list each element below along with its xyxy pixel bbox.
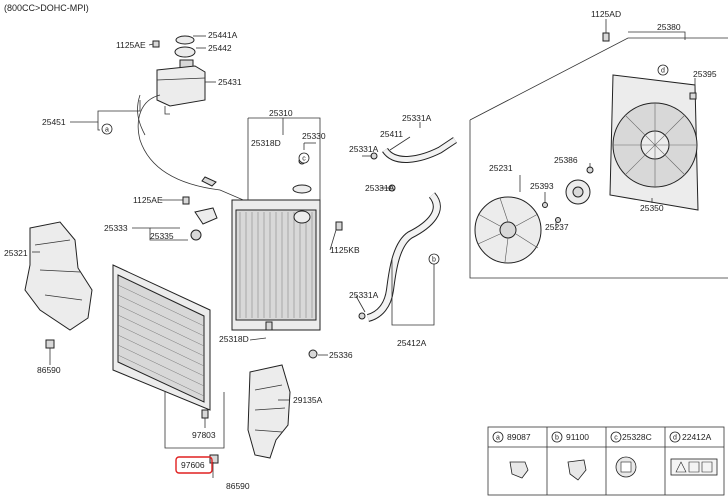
label-25331A-d: 25331A [349, 290, 379, 300]
label-1125AE-top: 1125AE [116, 40, 146, 50]
bolt-1125AE-top [152, 40, 160, 48]
lower-hose [366, 192, 441, 322]
svg-text:d: d [673, 435, 677, 442]
label-29135A: 29135A [293, 395, 323, 405]
bolt-86590-left [45, 339, 55, 349]
label-25331A-a: 25331A [349, 144, 379, 154]
legend-cell-a: a 89087 [492, 431, 531, 479]
bolt-86590-bottom [209, 454, 219, 464]
legend-cell-b: b 91100 [551, 431, 589, 481]
label-25431: 25431 [218, 77, 242, 87]
svg-text:91100: 91100 [566, 432, 589, 442]
svg-text:a: a [105, 127, 109, 134]
air-guard-29135A [247, 364, 291, 459]
label-1125AE-mid: 1125AE [133, 195, 163, 205]
label-25395: 25395 [693, 69, 717, 79]
reservoir-cap-assembly [174, 35, 196, 69]
label-25330: 25330 [302, 131, 326, 141]
svg-text:c: c [302, 156, 306, 163]
callout-a: a [101, 123, 113, 135]
bolt-1125KB [335, 221, 343, 231]
washer-25393 [542, 202, 548, 208]
bracket-25333 [182, 196, 218, 241]
label-25231: 25231 [489, 163, 513, 173]
label-25318D-top: 25318D [251, 138, 281, 148]
callout-b: b [428, 253, 440, 265]
label-25333: 25333 [104, 223, 128, 233]
label-86590-bottom: 86590 [226, 481, 250, 491]
legend-table: a 89087 b 91100 c 25328C d 22412A [487, 426, 725, 496]
radiator-cap [292, 157, 312, 194]
warning-label-icon [670, 458, 718, 476]
legend-cell-d: d 22412A [669, 431, 718, 476]
label-1125KB: 1125KB [330, 245, 360, 255]
svg-text:b: b [555, 435, 559, 442]
svg-text:89087: 89087 [507, 432, 531, 442]
label-25441A: 25441A [208, 30, 238, 40]
svg-text:a: a [496, 435, 500, 442]
label-25350: 25350 [640, 203, 664, 213]
overflow-hose-clip [137, 94, 146, 136]
highlight-box-97606 [175, 456, 213, 474]
label-25321: 25321 [4, 248, 28, 258]
label-1125AD: 1125AD [591, 9, 621, 19]
clip-icon [509, 461, 529, 479]
radiator [231, 199, 321, 331]
reservoir-tank [156, 65, 206, 115]
svg-text:b: b [432, 257, 436, 264]
label-25310: 25310 [269, 108, 293, 118]
label-97803: 97803 [192, 430, 216, 440]
overflow-hose [137, 94, 256, 206]
svg-text:25328C: 25328C [622, 432, 652, 442]
label-86590-left: 86590 [37, 365, 61, 375]
callout-c: c [298, 152, 310, 164]
label-25393: 25393 [530, 181, 554, 191]
fan-motor [565, 179, 591, 205]
label-25318D-bottom: 25318D [219, 334, 249, 344]
label-25411: 25411 [380, 129, 403, 139]
label-25335: 25335 [150, 231, 174, 241]
bushing-25336 [308, 349, 318, 359]
svg-text:c: c [614, 435, 618, 442]
label-25331A-c: 25331A [365, 183, 395, 193]
air-guard-25321 [24, 221, 93, 331]
label-25451: 25451 [42, 117, 66, 127]
label-97606: 97606 [181, 460, 205, 470]
diagram-title: (800CC>DOHC-MPI) [4, 3, 89, 13]
clamp-icon [567, 459, 587, 481]
fan-box-left [469, 120, 728, 279]
svg-text:22412A: 22412A [682, 432, 712, 442]
callout-d: d [657, 64, 669, 76]
hose-clamp-c [358, 312, 366, 320]
nut-25237 [555, 217, 561, 223]
condenser [112, 264, 211, 419]
fan-blade [474, 196, 542, 264]
fan-shroud [609, 74, 699, 211]
label-25331A-b: 25331A [402, 113, 432, 123]
svg-text:d: d [661, 68, 665, 75]
fan-box-top [469, 37, 728, 121]
bolt-1125AD [602, 32, 610, 42]
leader-lines [32, 19, 696, 478]
label-25442: 25442 [208, 43, 232, 53]
label-25237: 25237 [545, 222, 569, 232]
label-25386: 25386 [554, 155, 578, 165]
hose-clamp [201, 176, 217, 187]
label-25412A: 25412A [397, 338, 427, 348]
legend-cell-c: c 25328C [610, 431, 652, 478]
bolt-25395 [689, 92, 697, 100]
label-25380: 25380 [657, 22, 681, 32]
label-25336: 25336 [329, 350, 353, 360]
